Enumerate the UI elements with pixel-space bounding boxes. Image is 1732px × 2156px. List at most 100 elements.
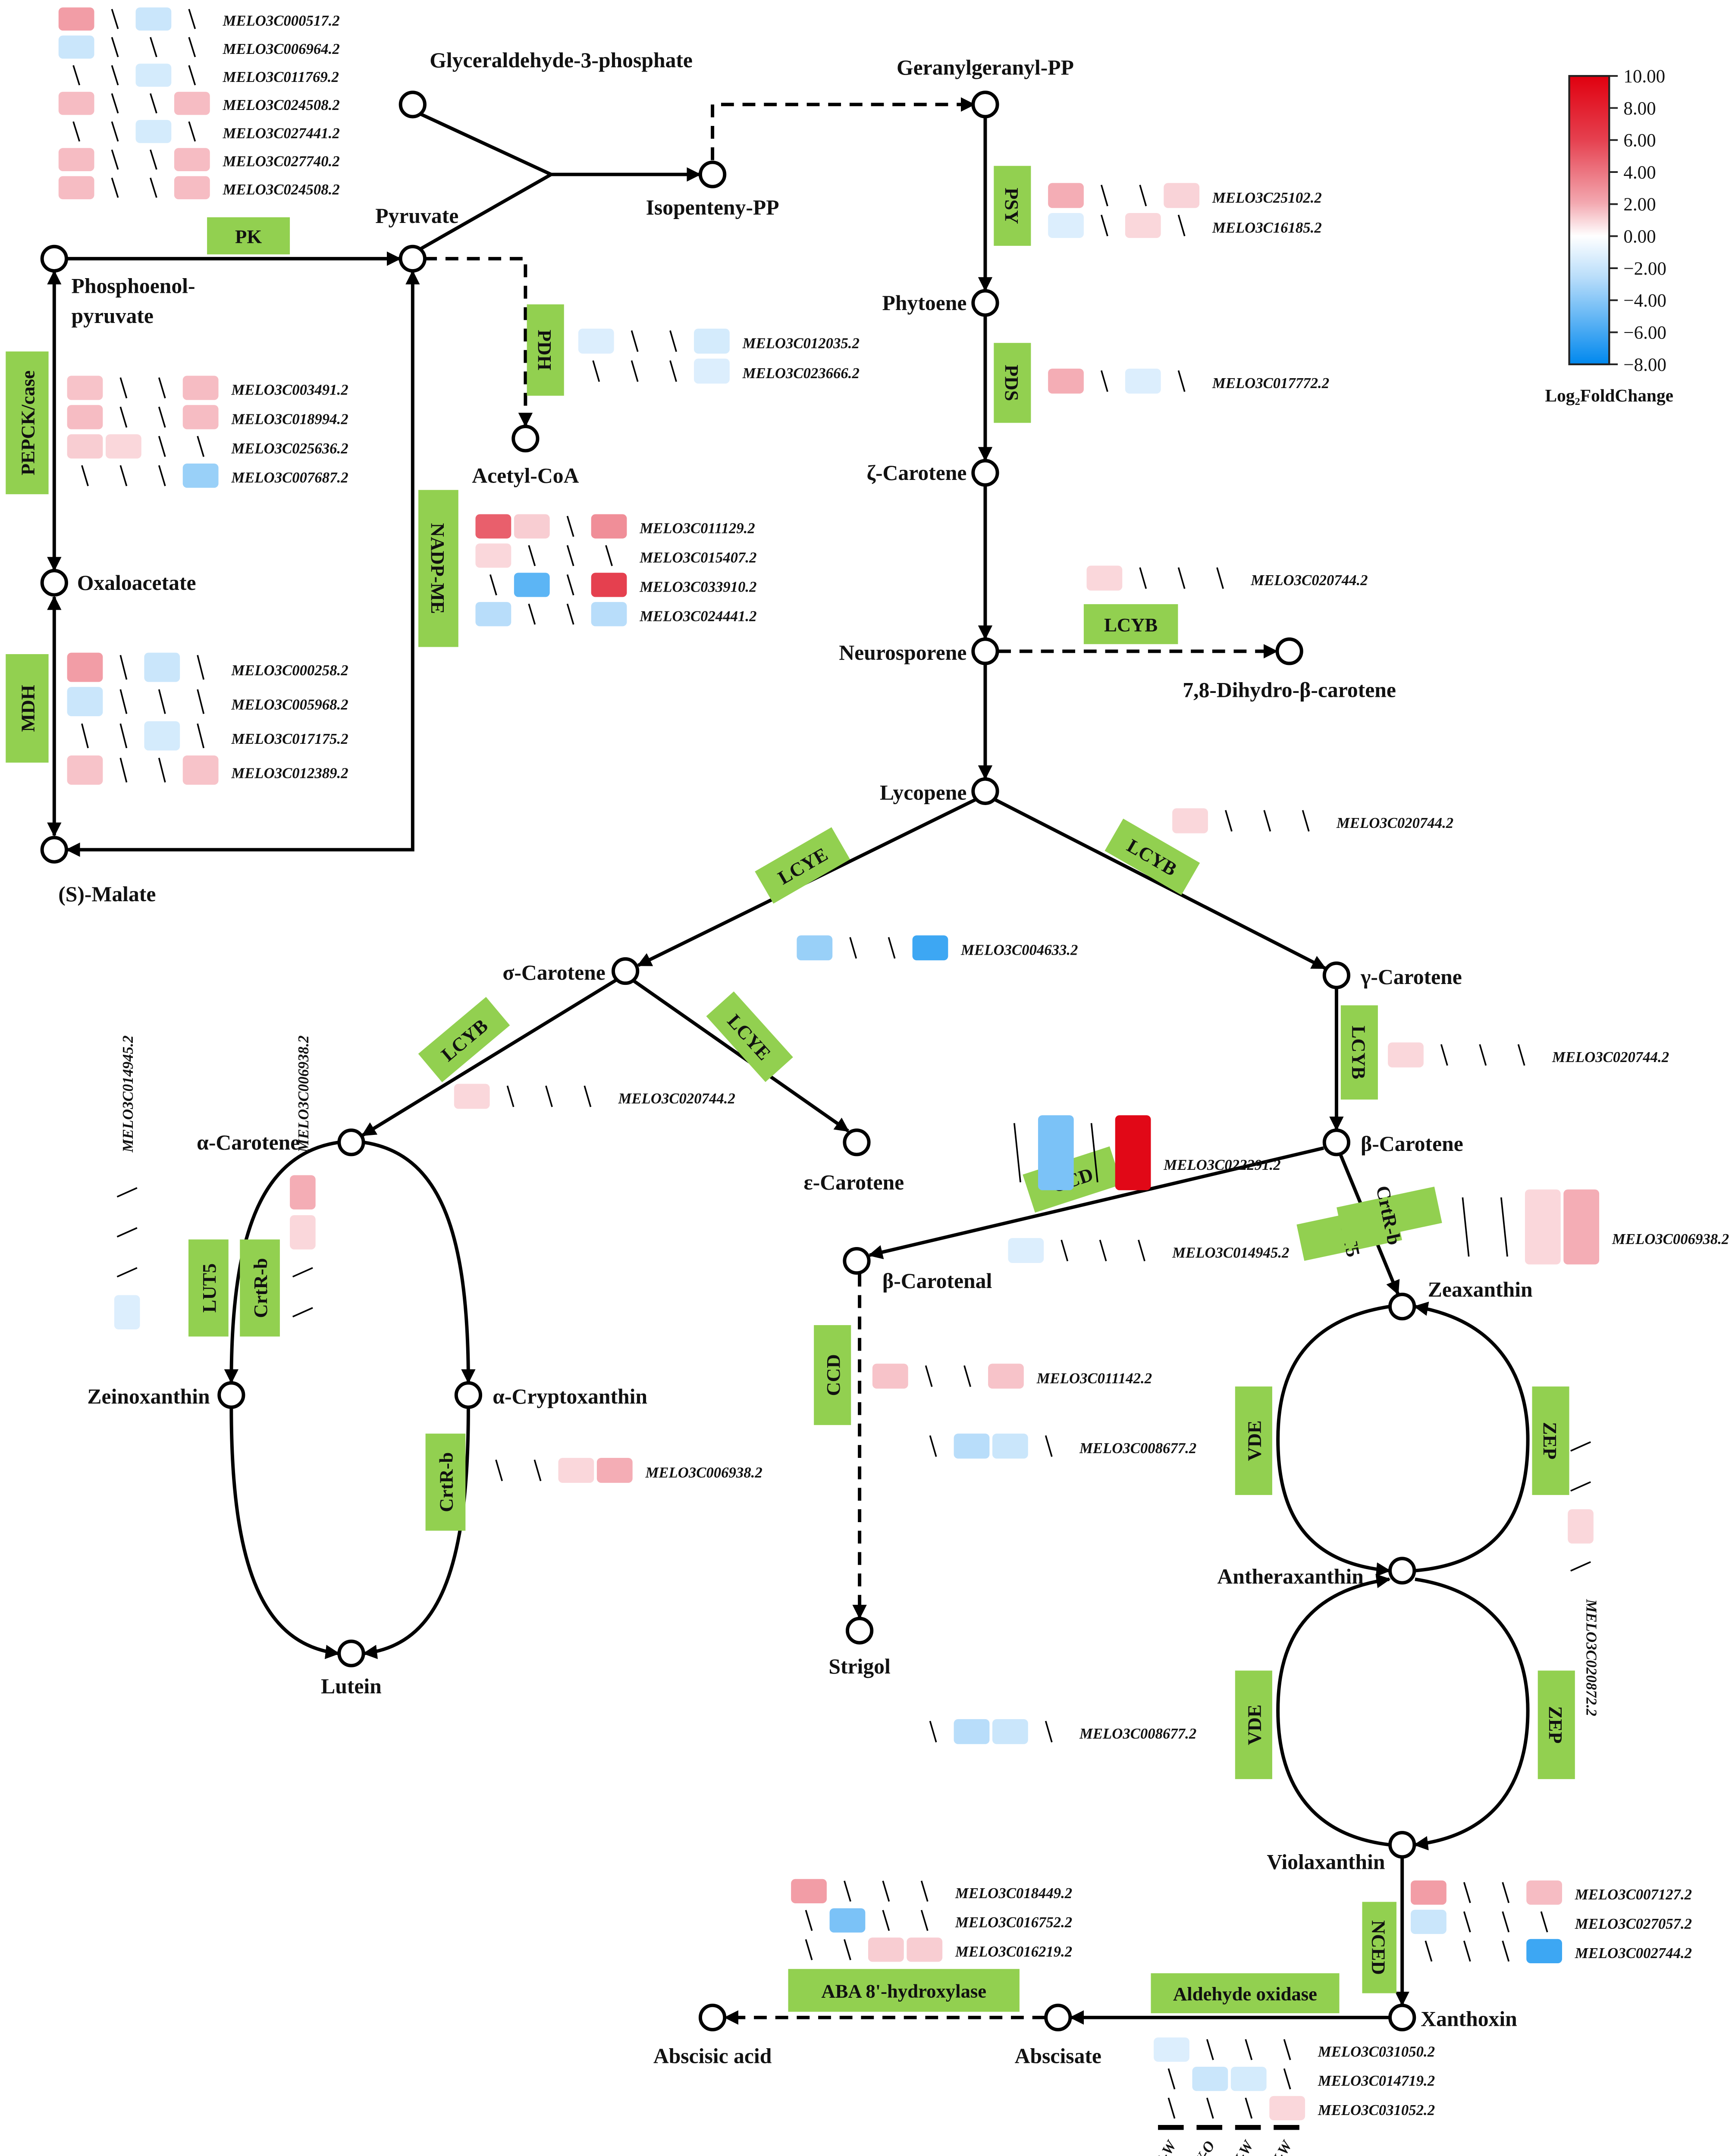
label-neu: Neurosporene (839, 641, 966, 664)
scale-tick-label: −2.00 (1623, 259, 1666, 279)
label-pep: Phosphoenol-pyruvate (72, 274, 195, 328)
enzyme-box (425, 1433, 466, 1531)
node-pep (40, 244, 68, 273)
enzyme-box (1532, 1386, 1569, 1495)
gene-id: MELO3C020744.2 (1552, 1049, 1669, 1065)
not-significant-mark (545, 1085, 553, 1107)
heatmap-cell (1192, 2067, 1228, 2091)
edge-lyc-gcar (994, 798, 1327, 970)
enzyme-box (814, 1325, 851, 1425)
gene-id: MELO3C024441.2 (639, 608, 756, 624)
gene-row: MELO3C007687.2 (81, 463, 348, 488)
node-lut (337, 1639, 365, 1667)
not-significant-mark (197, 655, 205, 680)
heatmap-cell (475, 543, 511, 568)
not-significant-mark (119, 655, 128, 680)
gene-row: MELO3C16185.2 (1048, 213, 1322, 238)
scale-tick-label: −6.00 (1623, 323, 1666, 343)
gene-row: MELO3C020744.2 (1086, 565, 1368, 591)
not-significant-mark (1425, 1940, 1433, 1962)
heatmap-cell (797, 935, 833, 961)
gene-id: MELO3C020744.2 (618, 1090, 735, 1107)
label-pyr: Pyruvate (375, 204, 458, 228)
node-xan (1388, 2003, 1416, 2031)
gene-row: MELO3C015407.2 (475, 543, 757, 568)
edge-acar-acry (364, 1141, 476, 1384)
not-significant-mark (1500, 1197, 1508, 1257)
gene-id: MELO3C006938.2 (1612, 1231, 1729, 1247)
not-significant-mark (805, 1939, 813, 1960)
not-significant-mark (1101, 370, 1108, 392)
heatmap-cell (591, 602, 627, 627)
heatmap-cell (58, 7, 94, 31)
enzyme-pds: PDS (994, 343, 1031, 423)
not-significant-mark (963, 1365, 971, 1387)
gene-id: MELO3C011129.2 (639, 520, 755, 537)
enzyme-lcye_sig: LCYE (706, 991, 793, 1082)
not-significant-mark (882, 1910, 890, 1931)
not-significant-mark (1245, 2097, 1253, 2119)
enzyme-mdh: MDH (6, 654, 49, 763)
heatmap-group: MELO3C020744.2 (1388, 1042, 1669, 1068)
heatmap-cell (791, 1879, 827, 1903)
enzyme-nadpme: NADP-ME (418, 490, 458, 647)
gene-row: MELO3C020744.2 (454, 1084, 735, 1109)
not-significant-mark (119, 377, 128, 398)
not-significant-mark (158, 436, 166, 457)
not-significant-mark (1167, 2097, 1176, 2119)
not-significant-mark (292, 1267, 313, 1278)
gene-row: MELO3C012035.2 (578, 329, 860, 354)
not-significant-mark (72, 121, 81, 142)
not-significant-mark (882, 1880, 890, 1902)
gene-id: MELO3C005968.2 (231, 696, 348, 713)
not-significant-mark (81, 465, 89, 486)
not-significant-mark (197, 723, 205, 749)
enzyme-pepck: PEPCK/case (6, 351, 49, 495)
label-stri: Strigol (828, 1655, 890, 1678)
not-significant-mark (844, 1880, 851, 1902)
not-significant-mark (292, 1307, 313, 1318)
not-significant-mark (158, 758, 166, 783)
reaction-edges (47, 97, 1530, 2025)
gene-row: MELO3C027740.2 (58, 148, 340, 171)
heatmap-group: MELO3C003491.2MELO3C018994.2MELO3C025636… (67, 376, 348, 488)
gene-id: MELO3C017175.2 (231, 730, 348, 747)
label-lut: Lutein (321, 1674, 382, 1698)
enzyme-label: NADP-ME (427, 523, 449, 614)
enzyme-box (994, 343, 1031, 423)
enzyme-box (207, 217, 290, 254)
not-significant-mark (1502, 1882, 1510, 1903)
gene-id: MELO3C003491.2 (231, 382, 348, 398)
heatmap-cell (694, 329, 730, 354)
gene-row: MELO3C024441.2 (475, 602, 757, 627)
not-significant-mark (566, 545, 574, 566)
enzyme-label: PK (235, 226, 262, 247)
gene-row: MELO3C018449.2 (791, 1879, 1072, 1903)
gene-id: MELO3C011142.2 (1036, 1370, 1152, 1387)
gene-row: MELO3C023666.2 (592, 358, 860, 384)
not-significant-mark (150, 37, 157, 57)
not-significant-mark (188, 121, 196, 142)
label-scar: σ-Carotene (502, 961, 605, 984)
heatmap-cell (1388, 1042, 1424, 1068)
heatmap-cell (174, 148, 210, 171)
node-bcal (843, 1247, 871, 1275)
enzyme-zep2: ZEP (1537, 1670, 1575, 1779)
not-significant-mark (1216, 567, 1224, 589)
not-significant-mark (119, 406, 128, 428)
edge-scar-ecar (633, 979, 850, 1133)
heatmap-cell (135, 7, 172, 31)
heatmap-group: MELO3C020744.2 (1172, 808, 1453, 834)
heatmap-cell (135, 63, 172, 87)
heatmap-cell (114, 1295, 140, 1329)
edge-mal-pyr (66, 270, 420, 857)
heatmap-cell (67, 434, 103, 459)
scale-tick-label: 0.00 (1623, 227, 1656, 247)
not-significant-mark (605, 545, 613, 566)
gene-id: MELO3C008677.2 (1079, 1725, 1196, 1742)
not-significant-mark (158, 406, 166, 428)
not-significant-mark (1570, 1441, 1591, 1452)
